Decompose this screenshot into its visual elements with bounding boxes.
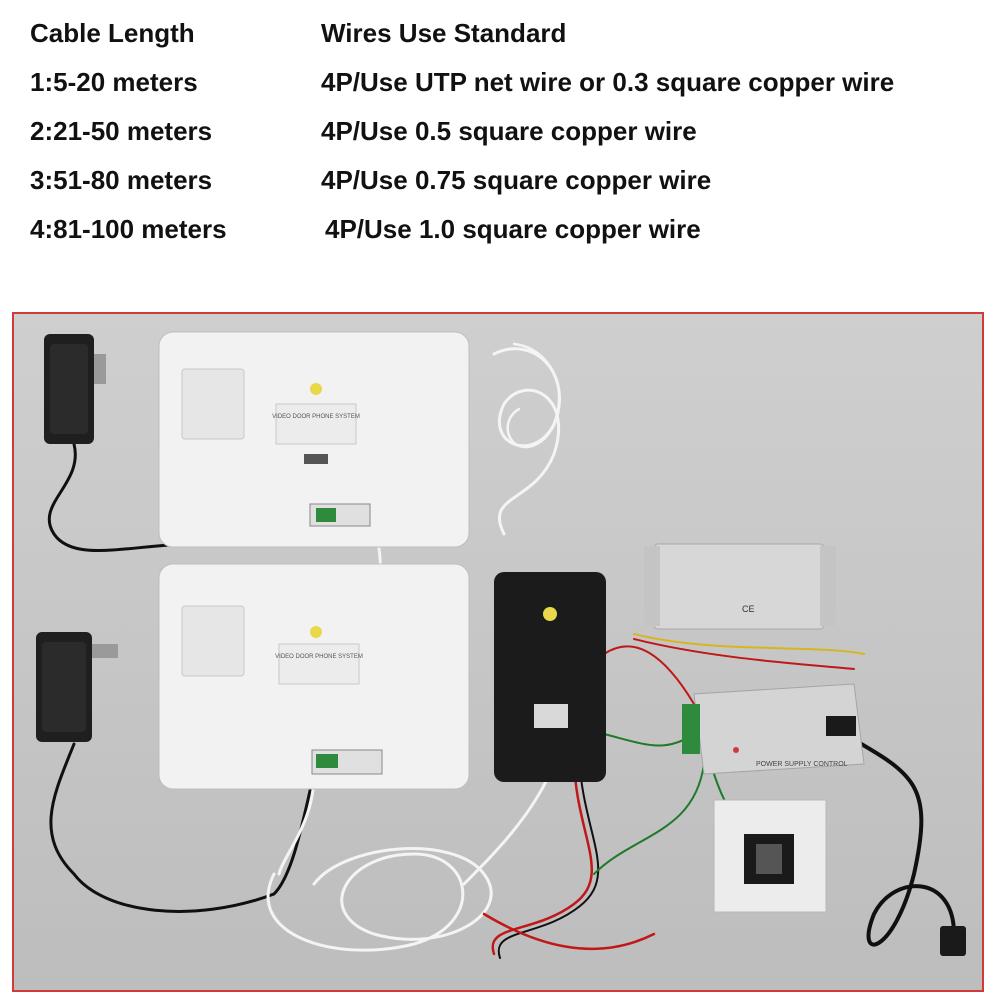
battery-cover: [181, 605, 245, 677]
adapter-ribs: [42, 642, 86, 732]
exit-button-plate: [713, 799, 827, 913]
green-terminal: [316, 508, 336, 522]
white-coil-bottom: [266, 847, 493, 952]
red-wire-lock: [633, 638, 855, 670]
adapter-cable-top: [47, 442, 316, 552]
spec-row: 3:51-80 meters 4P/Use 0.75 square copper…: [0, 165, 1000, 205]
white-coil-top-loop: [506, 342, 561, 449]
spec-length: 1:5-20 meters: [30, 67, 198, 97]
monitor-label-text: VIDEO DOOR PHONE SYSTEM: [275, 654, 363, 660]
adapter-ribs: [50, 344, 88, 434]
electric-bolt-lock: CE: [644, 543, 836, 630]
white-coil-top: [492, 347, 561, 536]
spec-length: 4:81-100 meters: [30, 214, 227, 244]
green-terminal: [316, 754, 338, 768]
green-wire-power: [603, 733, 695, 747]
lock-bracket-right: [820, 546, 836, 626]
indoor-monitor-bottom: VIDEO DOOR PHONE SYSTEM: [158, 563, 470, 790]
lock-body: [653, 543, 825, 630]
power-adapter-top: [44, 334, 106, 444]
spec-row: 1:5-20 meters 4P/Use UTP net wire or 0.3…: [0, 67, 1000, 107]
spec-row: 2:21-50 meters 4P/Use 0.5 square copper …: [0, 116, 1000, 156]
mount-slot: [304, 454, 328, 464]
green-wire-return: [593, 763, 705, 875]
spec-row: 4:81-100 meters 4P/Use 1.0 square copper…: [0, 214, 1000, 254]
red-wire-power: [603, 645, 695, 705]
wire-spec-table: Cable Length Wires Use Standard 1:5-20 m…: [0, 0, 1000, 270]
mains-plug: [826, 716, 966, 956]
adapter-prongs: [94, 354, 106, 384]
battery-cover: [181, 368, 245, 440]
spec-length: 3:51-80 meters: [30, 165, 213, 195]
spec-standard: 4P/Use UTP net wire or 0.3 square copper…: [321, 67, 895, 97]
header-wires-standard: Wires Use Standard: [321, 18, 567, 48]
power-adapter-bottom: [36, 632, 118, 742]
monitor-label-text: VIDEO DOOR PHONE SYSTEM: [272, 414, 360, 420]
plug-end: [940, 926, 966, 956]
spec-header-row: Cable Length Wires Use Standard: [0, 18, 1000, 58]
red-coil: [482, 912, 656, 951]
button-contacts: [756, 844, 782, 874]
sticker-icon: [310, 383, 322, 395]
black-wire: [497, 753, 600, 959]
spec-length: 2:21-50 meters: [30, 116, 213, 146]
sticker-icon: [310, 626, 322, 638]
power-unit-label: POWER SUPPLY CONTROL: [756, 761, 848, 768]
adapter-cable-bottom: [49, 742, 316, 913]
sticker-icon: [543, 607, 557, 621]
outdoor-unit-body: [494, 572, 606, 782]
spec-standard: 4P/Use 0.75 square copper wire: [321, 165, 712, 195]
power-supply-control: POWER SUPPLY CONTROL: [682, 683, 865, 775]
monitor-label-plate: [278, 643, 360, 685]
spec-standard: 4P/Use 1.0 square copper wire: [325, 214, 701, 244]
power-terminal-strip: [682, 704, 700, 754]
outdoor-terminal: [534, 704, 568, 728]
red-wire: [491, 752, 593, 956]
outdoor-camera-unit: [494, 572, 606, 782]
mains-cord: [842, 732, 956, 947]
indoor-monitor-top: VIDEO DOOR PHONE SYSTEM: [158, 331, 470, 548]
yellow-wire-lock: [633, 633, 865, 655]
led-indicator: [733, 747, 739, 753]
adapter-prongs: [92, 644, 118, 658]
plug-head: [826, 716, 856, 736]
wiring-illustration: VIDEO DOOR PHONE SYSTEM VIDEO DOOR PHONE…: [36, 331, 966, 959]
lock-bracket-left: [644, 546, 660, 626]
monitor-label-plate: [275, 403, 357, 445]
product-wiring-photo: VIDEO DOOR PHONE SYSTEM VIDEO DOOR PHONE…: [12, 312, 984, 992]
ce-mark: CE: [742, 604, 755, 614]
spec-standard: 4P/Use 0.5 square copper wire: [321, 116, 697, 146]
header-cable-length: Cable Length: [30, 18, 195, 48]
